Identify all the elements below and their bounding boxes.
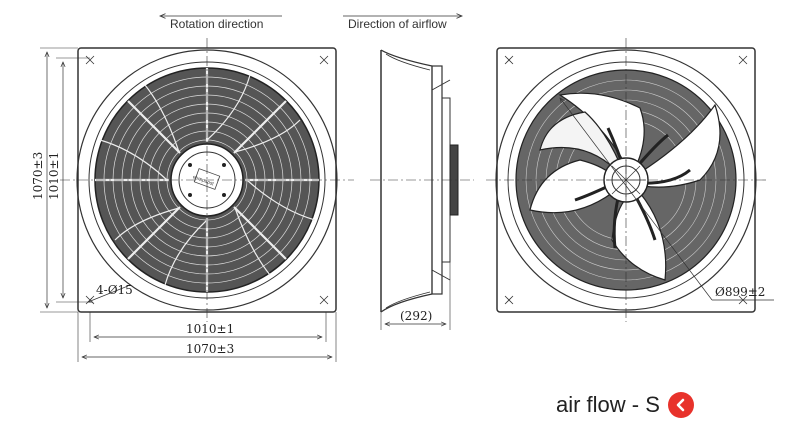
arrow-left-circle-icon — [667, 392, 694, 418]
dimension-outer-height: 1070±3 — [31, 47, 78, 313]
dimension-mounting-holes: 4-Ø15 — [88, 283, 133, 302]
front-view: ebmpapst — [60, 38, 354, 322]
dimension-impeller-diameter: Ø899±2 — [560, 98, 774, 301]
mounting-holes-label: 4-Ø15 — [96, 283, 133, 297]
inner-height-label: 1010±1 — [47, 152, 61, 200]
impeller-blades — [529, 92, 721, 281]
inner-width-label: 1010±1 — [186, 322, 234, 336]
airflow-direction-label: Direction of airflow — [348, 17, 447, 31]
side-view — [370, 49, 474, 313]
dimension-outer-width: 1070±3 — [77, 312, 337, 362]
airflow-type-label: air flow - S — [556, 392, 694, 418]
dimension-inner-width: 1010±1 — [89, 312, 327, 342]
rotation-direction-header: Rotation direction — [160, 16, 282, 31]
impeller-diameter-label: Ø899±2 — [715, 285, 765, 299]
airflow-direction-header: Direction of airflow — [343, 16, 462, 31]
dimension-depth: (292) — [380, 262, 451, 330]
mounting-holes — [85, 55, 329, 305]
dimension-inner-height: 1010±1 — [47, 57, 90, 303]
depth-label: (292) — [400, 309, 432, 323]
rear-view — [486, 38, 768, 322]
rotation-direction-label: Rotation direction — [170, 17, 263, 31]
outer-height-label: 1070±3 — [31, 152, 45, 200]
airflow-type-text: air flow - S — [556, 392, 660, 417]
outer-width-label: 1070±3 — [186, 342, 234, 356]
